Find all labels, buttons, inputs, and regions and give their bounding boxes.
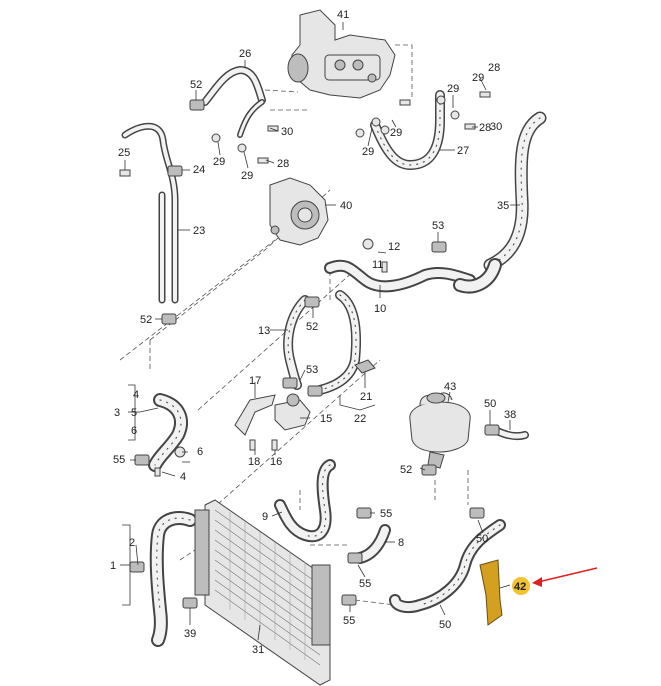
label-31: 50 <box>439 619 451 631</box>
clamps-and-fasteners <box>119 91 500 609</box>
hose-13 <box>283 295 310 390</box>
label-4: 4 <box>180 471 186 483</box>
label-42: 31 <box>252 644 264 656</box>
label-50: 50 <box>476 533 488 545</box>
hose-1 <box>149 511 197 647</box>
label-10: 10 <box>374 303 386 315</box>
hose-35 <box>483 111 547 272</box>
label-18: 18 <box>248 456 260 468</box>
label-9: 9 <box>262 511 268 523</box>
radiator-42 <box>194 499 331 686</box>
bracket-17 <box>234 394 276 436</box>
highlight-badge <box>512 577 530 595</box>
label-8: 8 <box>398 537 404 549</box>
hose-27 <box>370 90 445 170</box>
part-labels: 41 26 52 30 29 28 29 25 24 29 28 29 28 3… <box>110 9 516 656</box>
label-2: 2 <box>129 537 135 549</box>
highlight-callout-39: 42 <box>512 567 598 595</box>
label-40: 40 <box>340 200 352 212</box>
label-41: 41 <box>337 9 349 21</box>
water-pump-40 <box>269 177 329 246</box>
heat-shield-39 <box>479 559 503 626</box>
hose-9 <box>274 459 336 543</box>
label-52: 52 <box>306 321 318 333</box>
arrowhead-icon <box>532 577 542 587</box>
label-55: 55 <box>380 508 392 520</box>
leader-lines <box>120 22 520 641</box>
label-29: 29 <box>390 127 402 139</box>
label-28: 28 <box>488 62 500 74</box>
label-55: 39 <box>184 628 196 640</box>
pipe-30 <box>237 99 265 138</box>
hose-26 <box>201 66 266 106</box>
label-3: 3 <box>114 407 120 419</box>
hose-3 <box>148 393 188 472</box>
label-1: 1 <box>110 560 116 572</box>
label-29: 29 <box>362 146 374 158</box>
hose-31 <box>389 519 506 614</box>
label-43: 43 <box>444 381 456 393</box>
label-6: 6 <box>131 425 137 437</box>
label-21: 21 <box>360 391 372 403</box>
hose-8 <box>354 524 391 564</box>
label-50: 50 <box>484 398 496 410</box>
label-53: 53 <box>306 364 318 376</box>
label-28: 28 <box>277 158 289 170</box>
label-29: 29 <box>241 170 253 182</box>
label-35: 35 <box>497 200 509 212</box>
pipe-23 <box>121 122 179 304</box>
red-arrow-icon <box>537 567 598 583</box>
label-6: 6 <box>197 446 203 458</box>
label-28: 28 <box>479 122 491 134</box>
label-27: 27 <box>457 145 469 157</box>
thermostat-housing-15 <box>274 393 311 431</box>
label-30: 30 <box>281 126 293 138</box>
expansion-tank-43 <box>409 392 471 469</box>
label-23: 23 <box>193 225 205 237</box>
label-11: 11 <box>372 259 383 271</box>
label-55: 55 <box>113 454 125 466</box>
label-26: 26 <box>239 48 251 60</box>
label-25: 25 <box>118 147 130 159</box>
label-52: 52 <box>190 79 202 91</box>
label-52: 52 <box>400 464 412 476</box>
label-17: 17 <box>249 375 261 387</box>
hose-22 <box>315 290 362 395</box>
label-5: 5 <box>131 407 137 419</box>
label-52: 52 <box>140 314 152 326</box>
pipe-10 <box>324 258 502 294</box>
label-29: 29 <box>213 156 225 168</box>
label-13: 13 <box>258 325 270 337</box>
label-15: 15 <box>320 413 332 425</box>
label-39: 42 <box>514 581 526 593</box>
label-55: 55 <box>359 578 371 590</box>
label-29: 29 <box>447 83 459 95</box>
label-50: 55 <box>343 615 355 627</box>
assembly-dashed-lines <box>119 44 469 606</box>
label-22: 22 <box>354 413 366 425</box>
turbocharger-41 <box>287 9 396 99</box>
label-30: 30 <box>490 121 502 133</box>
label-12: 12 <box>388 241 400 253</box>
label-29: 29 <box>472 72 484 84</box>
label-53: 53 <box>432 220 444 232</box>
label-38: 38 <box>504 409 516 421</box>
label-4: 4 <box>133 389 139 401</box>
label-24: 24 <box>193 164 205 176</box>
label-16: 16 <box>270 456 282 468</box>
